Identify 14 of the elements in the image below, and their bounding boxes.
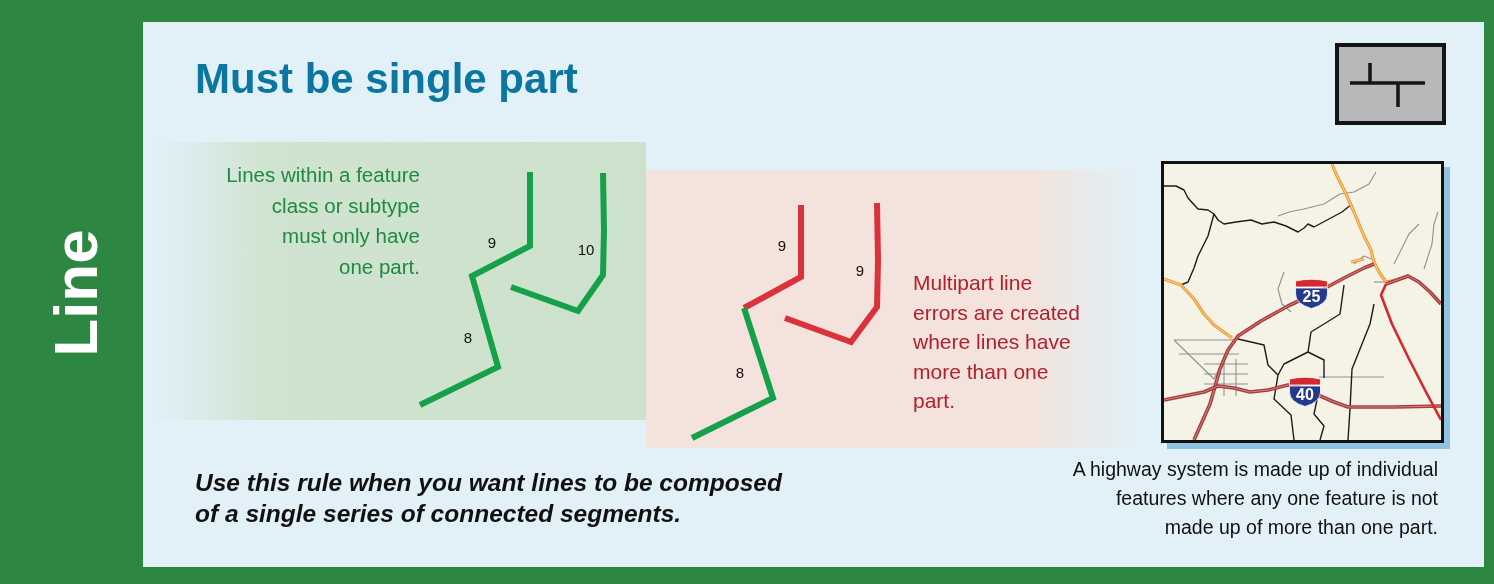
error-description: Multipart line errors are created where lines have more than one part.: [913, 270, 1080, 414]
segment-number: 9: [487, 233, 497, 251]
segment-number: 8: [735, 363, 745, 381]
segment-number: 9: [777, 236, 787, 254]
map-caption: A highway system is made up of individual features where any one feature is not made up of more than one part.: [1072, 457, 1438, 540]
page-title: Must be single part: [195, 55, 578, 103]
segment-number: 10: [577, 240, 595, 258]
section-label: Line: [43, 229, 108, 357]
usage-note: Use this rule when you want lines to be composed of a single series of connected segments.: [195, 468, 782, 529]
segment-number: 9: [855, 261, 865, 279]
rule-description: Lines within a feature class or subtype must only have one part.: [226, 162, 420, 280]
interstate-shield: 25: [1294, 278, 1329, 309]
interstate-shield: 40: [1288, 376, 1322, 407]
segment-number: 8: [463, 328, 473, 346]
